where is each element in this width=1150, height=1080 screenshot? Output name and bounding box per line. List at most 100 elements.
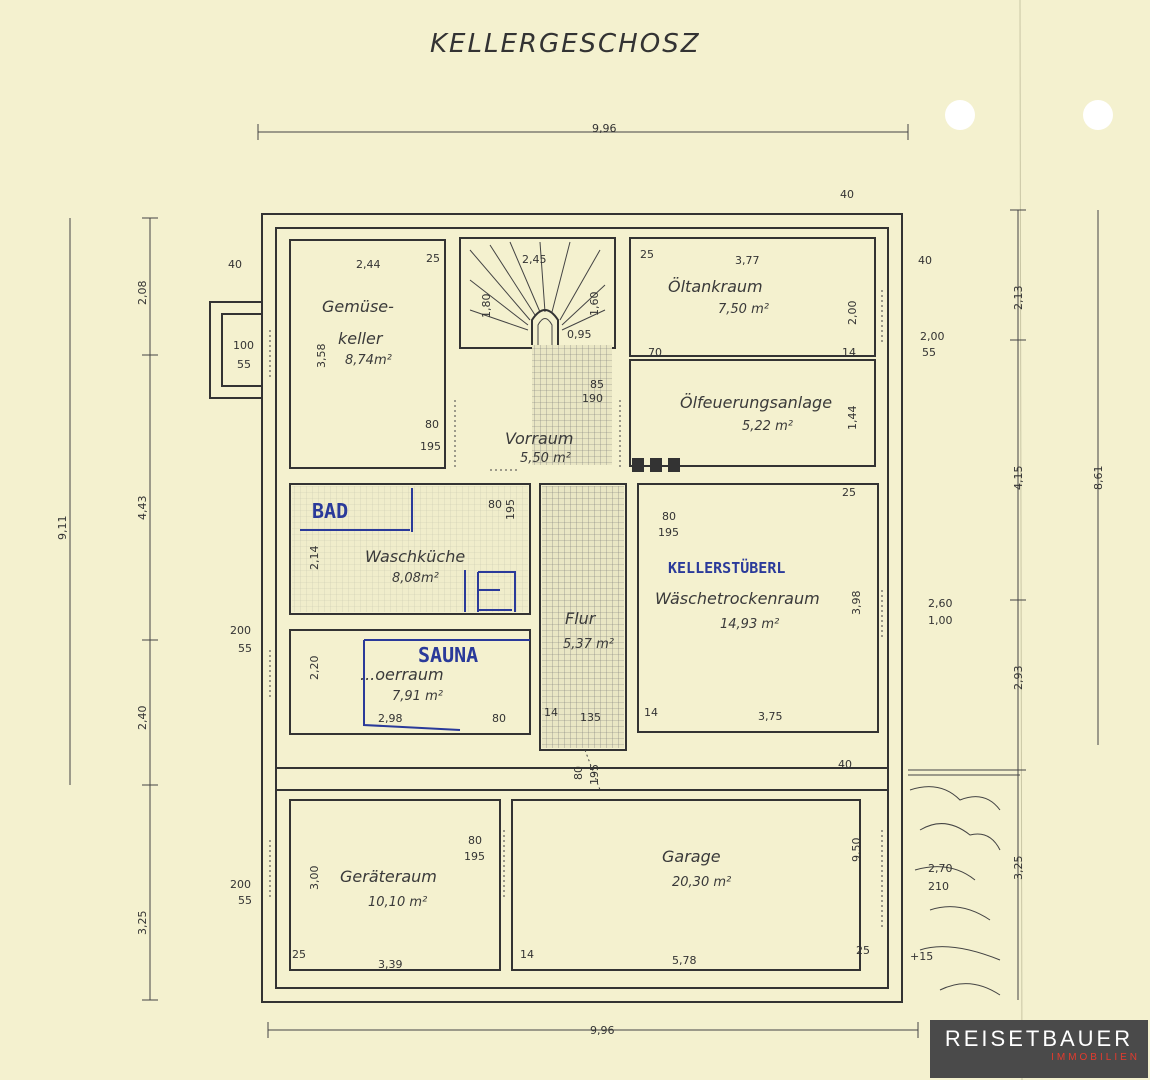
dim-bottom: 9,96 xyxy=(590,1024,615,1037)
dim-200: 2,00 xyxy=(846,301,859,326)
dim-55d: 55 xyxy=(238,894,252,907)
dim-135: 135 xyxy=(580,711,601,724)
dim-298: 2,98 xyxy=(378,712,403,725)
label-sauna: SAUNA xyxy=(418,643,478,667)
dim-r3: 2,93 xyxy=(1012,666,1025,691)
label-flur: Flur xyxy=(565,609,597,628)
label-oeltank: Öltankraum xyxy=(668,277,763,296)
label-vorraum2-area: 7,91 m² xyxy=(392,689,443,704)
dim-55c: 55 xyxy=(238,642,252,655)
gravel-area xyxy=(908,769,1020,996)
vorraum-tiles xyxy=(532,345,612,465)
dim-214: 2,14 xyxy=(308,546,321,571)
right-dimensions: 8,61 2,13 4,15 2,93 3,25 xyxy=(1010,209,1105,1000)
dim-80e: 80 xyxy=(572,766,585,780)
dim-195b: 195 xyxy=(504,499,517,520)
outer-walls xyxy=(209,213,903,1003)
dim-245: 2,45 xyxy=(522,253,547,266)
dim-950: 9,50 xyxy=(850,838,863,863)
label-waeschetrocken: Wäschetrockenraum xyxy=(655,589,820,608)
label-oeltank-area: 7,50 m² xyxy=(718,302,769,317)
dim-r2: 4,15 xyxy=(1012,466,1025,491)
dim-195d: 195 xyxy=(588,764,601,785)
label-gemuese-area: 8,74m² xyxy=(345,353,392,368)
dim-55a: 55 xyxy=(237,358,251,371)
dim-25a: 25 xyxy=(426,252,440,265)
dim-244: 2,44 xyxy=(356,258,381,271)
dim-l3: 2,40 xyxy=(136,706,149,731)
bottom-dimension: 9,96 xyxy=(267,1022,919,1038)
dim-160: 1,60 xyxy=(588,292,601,317)
dim-100: 100 xyxy=(233,339,254,352)
dim-200d: 200 xyxy=(230,878,251,891)
dim-14a: 14 xyxy=(842,346,856,359)
dim-70: 70 xyxy=(648,346,662,359)
dim-25b: 25 xyxy=(640,248,654,261)
interior-walls xyxy=(276,237,888,971)
dim-398: 3,98 xyxy=(850,591,863,616)
dim-55b: 55 xyxy=(922,346,936,359)
dim-40a: 40 xyxy=(228,258,242,271)
top-dimension: 9,96 xyxy=(257,122,909,140)
left-dimensions: 9,11 2,08 4,43 2,40 3,25 xyxy=(56,217,158,1001)
dim-85: 85 xyxy=(590,378,604,391)
dim-377: 3,77 xyxy=(735,254,760,267)
label-geraeteraum: Geräteraum xyxy=(340,867,437,886)
label-flur-area: 5,37 m² xyxy=(563,637,614,652)
dim-339: 3,39 xyxy=(378,958,403,971)
dim-270: 2,70 xyxy=(928,862,953,875)
punch-hole-2 xyxy=(1083,100,1113,130)
plan-title: KELLERGESCHOSZ xyxy=(430,29,701,59)
pen-markings xyxy=(300,488,530,731)
flur-tiles xyxy=(542,486,624,748)
dim-15: +15 xyxy=(910,950,933,963)
dim-095: 0,95 xyxy=(567,328,592,341)
dim-260: 2,60 xyxy=(928,597,953,610)
dim-l1: 2,08 xyxy=(136,281,149,306)
dim-210: 210 xyxy=(928,880,949,893)
label-waschkueche-area: 8,08m² xyxy=(392,571,439,586)
stair xyxy=(469,241,606,345)
label-waschkueche: Waschküche xyxy=(365,547,465,566)
label-gemuese-2: keller xyxy=(338,329,384,348)
dim-190: 190 xyxy=(582,392,603,405)
openings xyxy=(269,290,883,930)
dim-14b: 14 xyxy=(544,706,558,719)
logo-sub: IMMOBILIEN xyxy=(1051,1052,1140,1063)
label-garage-area: 20,30 m² xyxy=(672,875,731,890)
dim-358: 3,58 xyxy=(315,344,328,369)
dim-195e: 195 xyxy=(464,850,485,863)
dim-r1: 2,13 xyxy=(1012,286,1025,311)
dim-180: 1,80 xyxy=(480,294,493,319)
dim-375: 3,75 xyxy=(758,710,783,723)
dim-25d: 25 xyxy=(292,948,306,961)
dim-80f: 80 xyxy=(468,834,482,847)
dim-300: 3,00 xyxy=(308,866,321,891)
dim-200c: 200 xyxy=(230,624,251,637)
dim-578: 5,78 xyxy=(672,954,697,967)
dim-top: 9,96 xyxy=(592,122,617,135)
dim-40b: 40 xyxy=(840,188,854,201)
room-labels: Gemüse- keller 8,74m² Öltankraum 7,50 m²… xyxy=(312,277,832,910)
dim-80b: 80 xyxy=(488,498,502,511)
dim-80a: 80 xyxy=(425,418,439,431)
punch-hole-1 xyxy=(945,100,975,130)
dim-l2: 4,43 xyxy=(136,496,149,521)
label-vorraum: Vorraum xyxy=(505,429,573,448)
dim-l4: 3,25 xyxy=(136,911,149,936)
dim-100b: 1,00 xyxy=(928,614,953,627)
label-kellerstueberl: KELLERSTÜBERL xyxy=(668,558,785,577)
dim-195c: 195 xyxy=(658,526,679,539)
label-gemuese-1: Gemüse- xyxy=(322,297,394,316)
dim-220: 2,20 xyxy=(308,656,321,681)
label-oelfeuerung-area: 5,22 m² xyxy=(742,419,793,434)
dim-80d: 80 xyxy=(492,712,506,725)
label-geraeteraum-area: 10,10 m² xyxy=(368,895,427,910)
dim-40c: 40 xyxy=(918,254,932,267)
label-bad: BAD xyxy=(312,499,348,523)
paper-fold-line xyxy=(1019,0,1023,1080)
dim-80c: 80 xyxy=(662,510,676,523)
vent-squares xyxy=(632,458,680,472)
dim-r4: 3,25 xyxy=(1012,856,1025,881)
